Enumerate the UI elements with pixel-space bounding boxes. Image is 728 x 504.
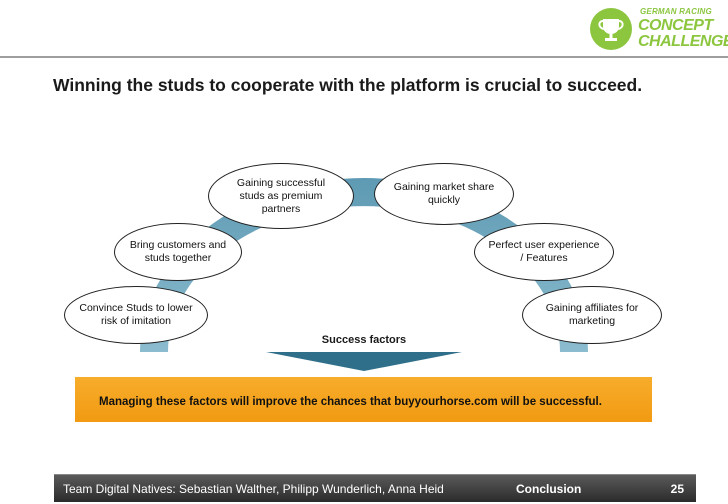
- factor-premium-partners: Gaining successful studs as premium part…: [208, 163, 354, 229]
- page-number: 25: [670, 482, 684, 496]
- factor-text-line: risk of imitation: [100, 315, 171, 327]
- factor-text-line: studs as premium: [239, 189, 323, 202]
- factor-text-line: Gaining affiliates for: [545, 302, 639, 314]
- factor-text-line: / Features: [520, 252, 568, 264]
- footer-team: Team Digital Natives: Sebastian Walther,…: [63, 482, 444, 496]
- factor-text-line: Bring customers and: [129, 239, 227, 251]
- factor-text-line: Gaining market share: [393, 181, 495, 193]
- factor-text-line: Perfect user experience: [488, 239, 600, 251]
- factor-bring-together: Bring customers and studs together: [114, 223, 242, 281]
- factor-text-line: studs together: [144, 252, 212, 264]
- conclusion-banner: Managing these factors will improve the …: [75, 377, 652, 422]
- factor-convince-studs: Convince Studs to lower risk of imitatio…: [64, 286, 208, 344]
- factor-text-line: Gaining successful: [236, 176, 326, 189]
- header-rule: [0, 56, 728, 58]
- footer-section: Conclusion: [516, 482, 582, 496]
- success-factors-label: Success factors: [321, 334, 407, 346]
- concept-challenge-logo: GERMAN RACING CONCEPT CHALLENGE: [590, 6, 728, 52]
- slide-title: Winning the studs to cooperate with the …: [53, 75, 643, 95]
- trophy-icon: [590, 8, 632, 50]
- factor-text-line: Convince Studs to lower: [79, 302, 193, 314]
- logo-small-text: GERMAN RACING: [640, 7, 712, 16]
- factor-text-line: marketing: [568, 315, 616, 327]
- logo-line-2: CHALLENGE: [638, 33, 728, 50]
- footer-bar: Team Digital Natives: Sebastian Walther,…: [54, 474, 696, 502]
- factor-text-line: quickly: [427, 194, 461, 206]
- logo-line-1: CONCEPT: [638, 17, 713, 34]
- factor-affiliates: Gaining affiliates for marketing: [522, 286, 662, 344]
- factor-text-line: partners: [261, 202, 301, 215]
- banner-text: Managing these factors will improve the …: [99, 396, 602, 408]
- factor-user-experience: Perfect user experience / Features: [474, 223, 614, 281]
- success-arrow: [266, 352, 462, 371]
- factor-market-share: Gaining market share quickly: [374, 163, 514, 225]
